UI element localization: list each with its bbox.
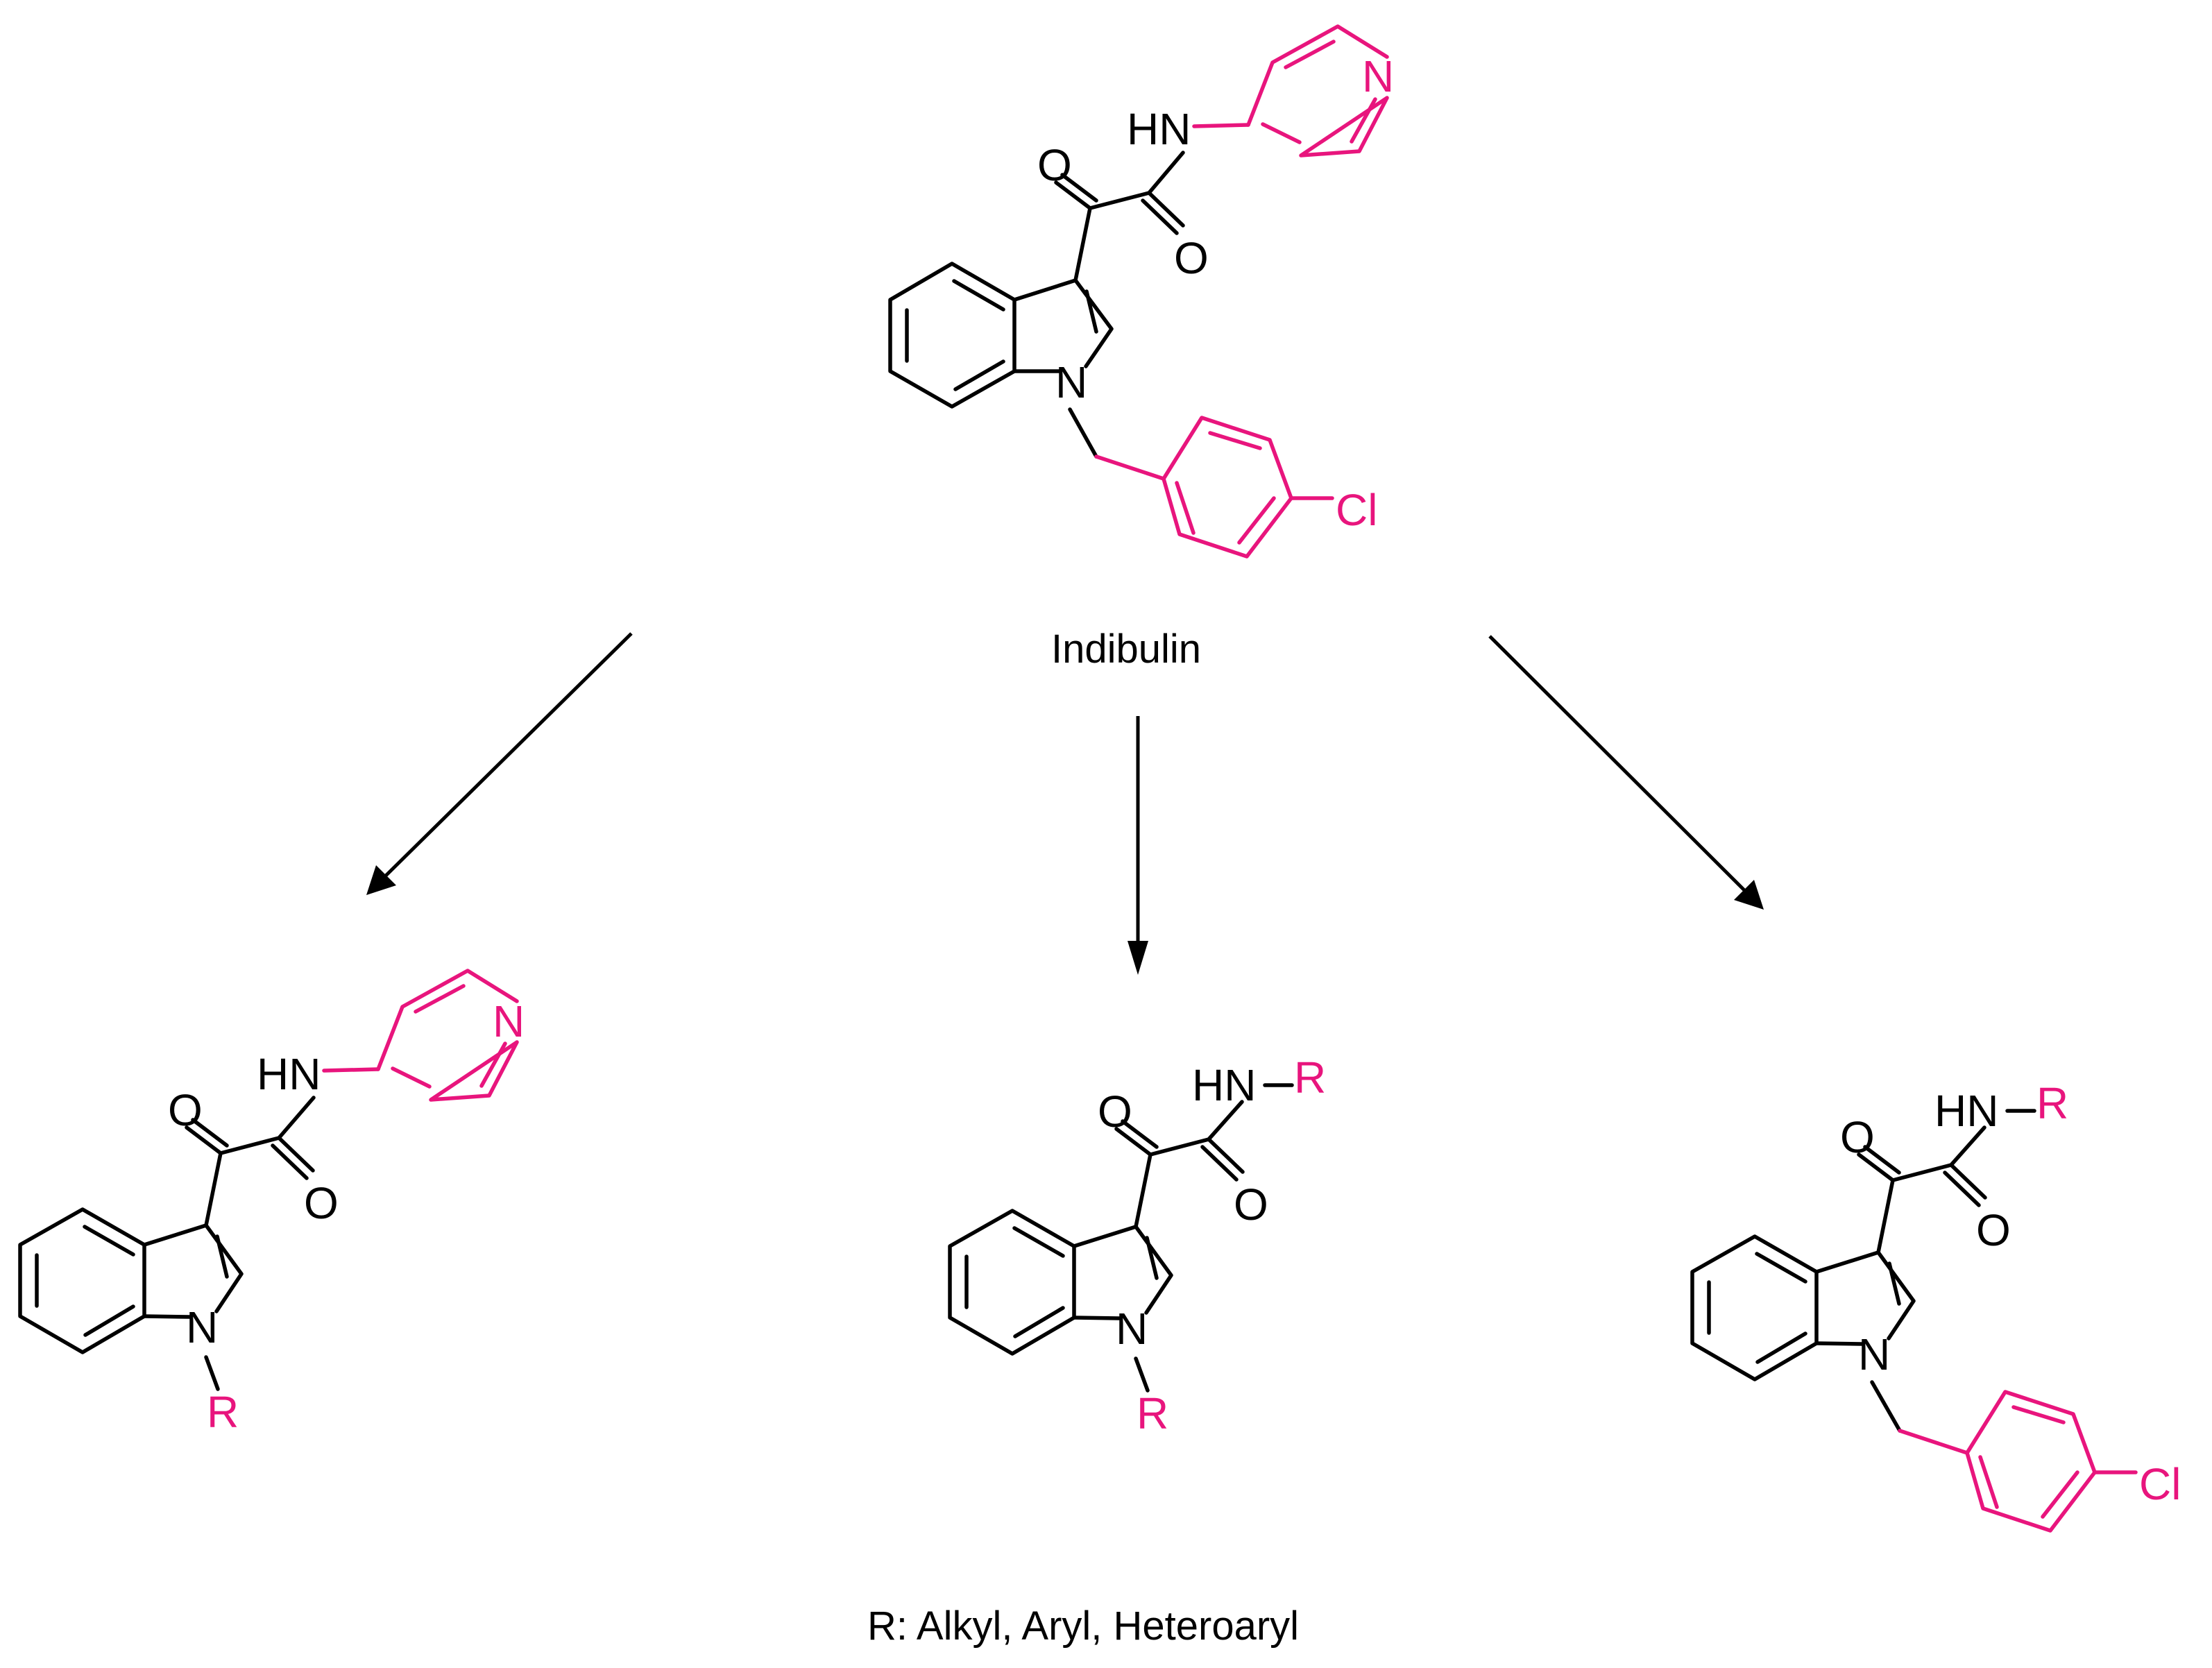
atom-o-ketone: O [1037, 140, 1072, 190]
glyoxamide-linker [1114, 1100, 1245, 1229]
atom-labels: O O HN R N Cl [1840, 1078, 2181, 1509]
derivative-center-structure: O O HN R N R [948, 1053, 1326, 1438]
indibulin-structure: O O HN N N Cl [888, 24, 1394, 559]
atom-o-ketone: O [1098, 1087, 1132, 1137]
atom-o-amide: O [1174, 233, 1209, 283]
n-r-bond [204, 1355, 220, 1391]
pyridyl-ring [1192, 24, 1389, 158]
glyoxamide-linker [1054, 151, 1185, 282]
atom-n-indole: N [186, 1302, 218, 1352]
compound-name-indibulin: Indibulin [1051, 627, 1201, 672]
arrow-left [366, 632, 633, 895]
atom-n-indole: N [1055, 357, 1087, 407]
atom-hn: HN [1934, 1086, 1998, 1136]
atom-n-pyridine: N [493, 996, 525, 1046]
chlorobenzyl-group [1068, 407, 1334, 559]
arrow-center [1128, 716, 1148, 975]
n-r-bond [1134, 1356, 1150, 1393]
atom-o-amide: O [1976, 1205, 2011, 1255]
arrow-right [1488, 635, 1764, 910]
chlorobenzyl-group [1870, 1380, 2138, 1533]
indole-core [1690, 1234, 1916, 1381]
indole-core [888, 262, 1114, 409]
atom-hn: HN [1127, 104, 1191, 154]
atom-r-amide: R [2036, 1078, 2068, 1128]
atom-hn: HN [257, 1049, 321, 1099]
indole-core [18, 1207, 244, 1354]
atom-r-n1: R [1137, 1388, 1168, 1438]
glyoxamide-linker [1857, 1125, 1987, 1254]
r-group-footnote: R: Alkyl, Aryl, Heteroaryl [867, 1603, 1299, 1649]
atom-o-amide: O [1234, 1180, 1268, 1229]
atom-n-indole: N [1116, 1304, 1148, 1354]
atom-labels: O O HN N N R [168, 996, 525, 1437]
atom-r-n1: R [207, 1387, 239, 1437]
indole-core [948, 1209, 1173, 1356]
atom-hn: HN [1192, 1060, 1256, 1110]
glyoxamide-linker [185, 1096, 316, 1227]
atom-cl: Cl [1336, 485, 1377, 535]
atom-labels: O O HN R N R [1098, 1053, 1326, 1438]
atom-r-amide: R [1294, 1053, 1326, 1103]
derivative-left-structure: O O HN N N R [18, 969, 525, 1437]
atom-o-ketone: O [1840, 1112, 1875, 1162]
atom-o-ketone: O [168, 1085, 203, 1135]
atom-n-indole: N [1858, 1329, 1890, 1379]
derivative-right-structure: O O HN R N Cl [1690, 1078, 2181, 1533]
atom-n-pyridine: N [1362, 51, 1394, 101]
pyridyl-ring [322, 969, 519, 1102]
atom-cl: Cl [2139, 1459, 2181, 1509]
atom-o-amide: O [304, 1178, 339, 1228]
atom-labels: O O HN N N Cl [1037, 51, 1394, 535]
